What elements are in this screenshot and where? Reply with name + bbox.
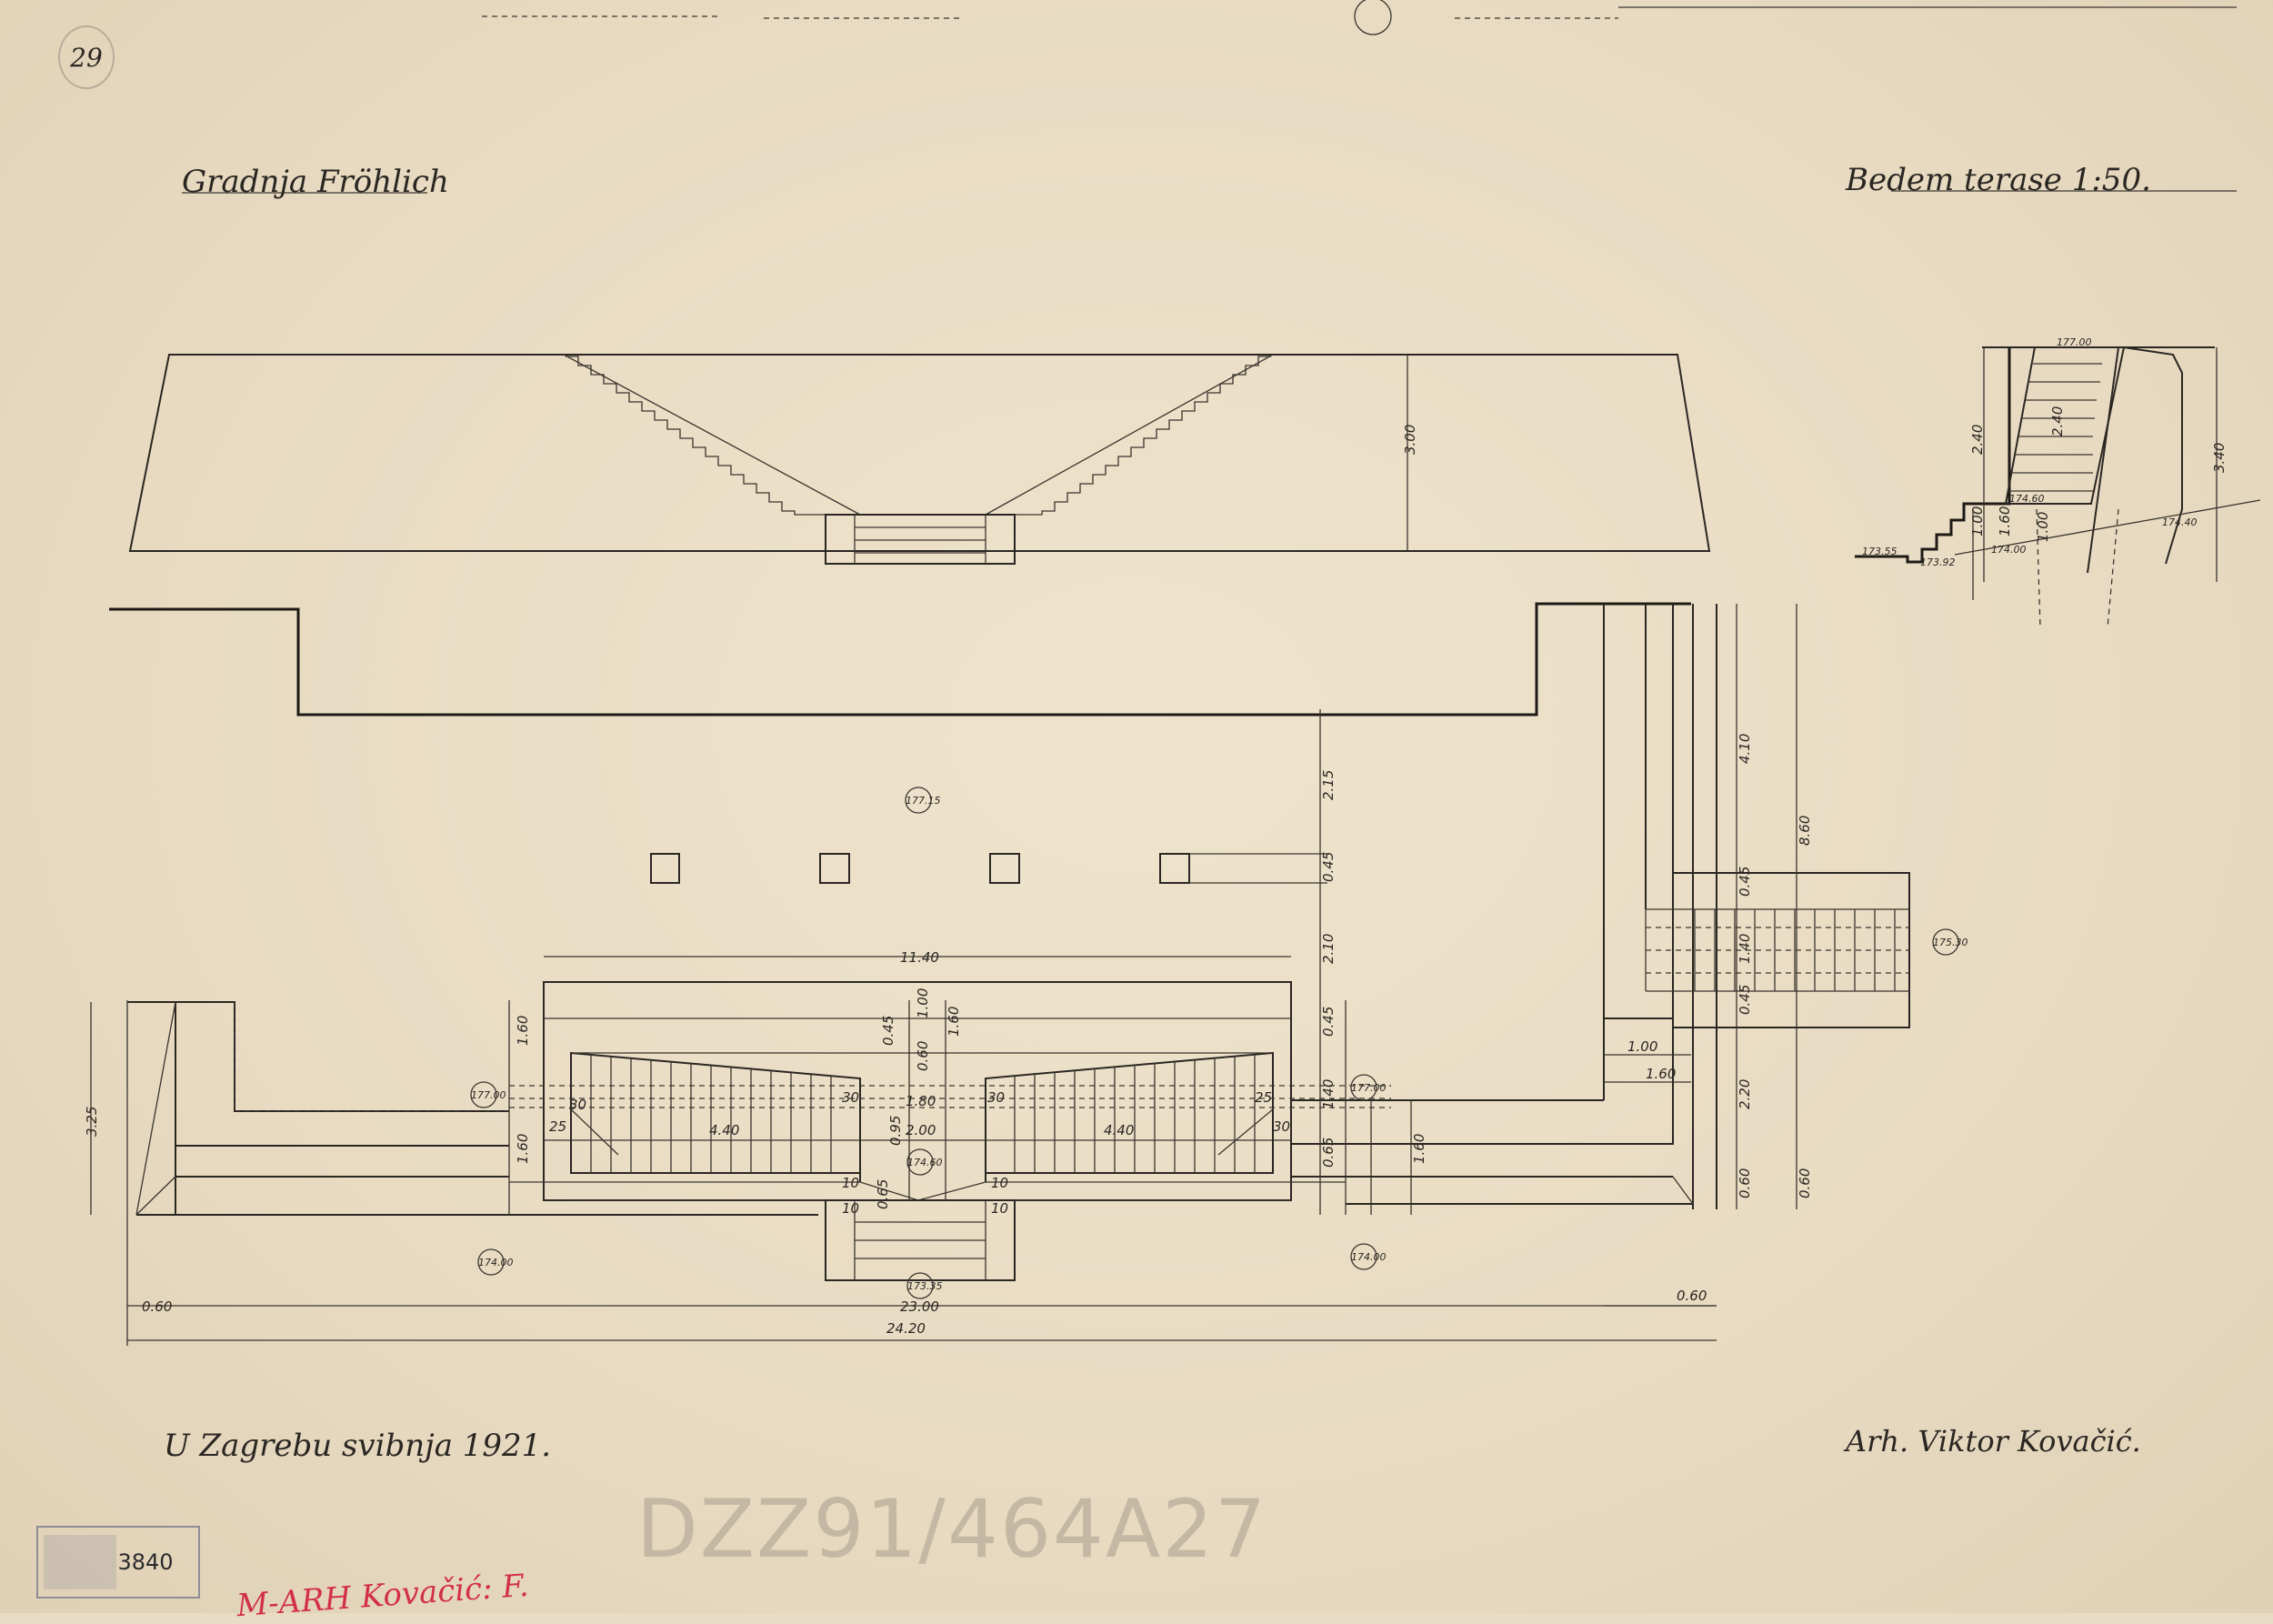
dim-s-10a: 10 <box>842 1175 859 1191</box>
dim-v-140: 1.40 <box>1320 1079 1337 1109</box>
dim-r-060b: 0.60 <box>1797 1168 1813 1198</box>
dim-r-045a: 0.45 <box>1737 867 1753 897</box>
dim-s-10d: 10 <box>991 1200 1008 1217</box>
right-flight-treads <box>1014 1055 1256 1173</box>
dim-s-10b: 10 <box>842 1200 859 1217</box>
stamp-faded-block <box>44 1535 116 1589</box>
dim-s-30c: 30 <box>987 1089 1005 1106</box>
level-upper-terrace: 177.15 <box>906 795 941 807</box>
dim-s-30a: 30 <box>569 1097 586 1113</box>
stamp-number: 3840 <box>117 1549 174 1575</box>
dim-stair-span: 11.40 <box>900 949 939 966</box>
dim-c-060: 0.60 <box>915 1041 931 1071</box>
dim-v-065: 0.65 <box>1320 1138 1337 1168</box>
dim-left-edge: 0.60 <box>142 1298 172 1315</box>
dim-r-045b: 0.45 <box>1737 985 1753 1015</box>
dim-landing-width: 1.80 <box>906 1093 936 1109</box>
archive-code: DZZ91/464A27 <box>636 1482 1268 1576</box>
project-title: Gradnja Fröhlich <box>182 164 449 200</box>
dim-r-100: 1.00 <box>1627 1038 1657 1055</box>
wall-section: 177.00 174.60 174.00 174.40 173.55 173.9… <box>1855 336 2261 628</box>
level-right-terrace: 177.00 <box>1351 1082 1387 1094</box>
dim-r-410: 4.10 <box>1737 734 1753 764</box>
dim-r-220: 2.20 <box>1737 1079 1753 1109</box>
dim-right-flight: 4.40 <box>1104 1122 1134 1138</box>
site-plan: 24.20 23.00 0.60 0.60 11.40 4.40 4.40 2.… <box>84 602 1968 1346</box>
level-right-stair: 175.30 <box>1933 937 1968 948</box>
dim-s-25a: 25 <box>549 1118 566 1135</box>
section-dim-upper: 2.40 <box>1969 425 1986 455</box>
dim-center-width: 2.00 <box>906 1122 936 1138</box>
level-center-landing: 174.60 <box>907 1157 943 1168</box>
left-flight-treads <box>590 1055 832 1173</box>
dim-c-160: 1.60 <box>946 1007 962 1037</box>
architect-signature: Arh. Viktor Kovačić. <box>1846 1424 2141 1459</box>
dim-left-depth: 3.25 <box>84 1107 100 1137</box>
top-edge-remnants <box>182 0 2237 194</box>
archive-stamp: 3840 <box>36 1526 200 1599</box>
dim-v-045a: 0.45 <box>1320 852 1337 882</box>
drawing-title: Bedem terase 1:50. <box>1846 162 2151 198</box>
section-dim-wall: 2.40 <box>2049 406 2066 436</box>
dim-r-140: 1.40 <box>1737 934 1753 964</box>
right-stair-treads <box>1694 909 1896 991</box>
dim-c-100: 1.00 <box>915 988 931 1018</box>
dim-s-30d: 30 <box>1273 1118 1290 1135</box>
place-and-date: U Zagrebu svibnja 1921. <box>164 1428 552 1464</box>
section-level-ground: 174.40 <box>2162 516 2198 528</box>
dim-l-160a: 1.60 <box>515 1016 531 1046</box>
dim-r-860: 8.60 <box>1797 816 1813 846</box>
dim-c-065: 0.65 <box>875 1179 891 1209</box>
wall-elevation: 3.00 <box>128 354 1711 565</box>
section-dim-height: 3.40 <box>2211 443 2228 473</box>
dim-r-060: 0.60 <box>1737 1168 1753 1198</box>
section-level-mid: 174.60 <box>2009 493 2045 505</box>
dim-v-045b: 0.45 <box>1320 1007 1337 1037</box>
section-level-top: 177.00 <box>2057 336 2092 348</box>
dim-s-25b: 25 <box>1255 1089 1272 1106</box>
section-dim-lower: 1.60 <box>1997 506 2013 536</box>
section-dim-bottom: 1.00 <box>2035 512 2051 542</box>
dim-v-210: 2.10 <box>1320 934 1337 964</box>
dim-overall: 24.20 <box>886 1320 926 1337</box>
section-level-step: 173.92 <box>1920 556 1956 568</box>
level-bottom-step: 173.35 <box>907 1280 943 1292</box>
dim-left-flight: 4.40 <box>709 1122 739 1138</box>
section-dim-step: 1.00 <box>1969 506 1986 536</box>
level-lower-right: 174.00 <box>1351 1251 1387 1263</box>
dim-r-160: 1.60 <box>1646 1066 1676 1082</box>
sheet-number-circle: 29 <box>58 25 115 89</box>
dim-c-045: 0.45 <box>880 1016 896 1046</box>
section-level-left: 173.55 <box>1862 546 1898 557</box>
dim-l-160b: 1.60 <box>515 1134 531 1164</box>
dim-s-10c: 10 <box>991 1175 1008 1191</box>
section-level-low: 174.00 <box>1991 544 2027 556</box>
dim-right-edge: 0.60 <box>1677 1288 1707 1304</box>
level-lower-left: 174.00 <box>478 1257 514 1268</box>
dim-s-30b: 30 <box>842 1089 859 1106</box>
sheet-number: 29 <box>70 42 103 73</box>
elevation-height-dim: 3.00 <box>1402 425 1418 455</box>
dim-inner: 23.00 <box>900 1298 939 1315</box>
dim-v-160: 1.60 <box>1411 1134 1427 1164</box>
level-markers: 177.15 177.00 177.00 174.60 174.00 174.0… <box>470 787 1968 1299</box>
dim-v-215: 2.15 <box>1320 770 1337 800</box>
level-left-terrace: 177.00 <box>471 1089 506 1101</box>
dim-c-095: 0.95 <box>887 1116 904 1146</box>
